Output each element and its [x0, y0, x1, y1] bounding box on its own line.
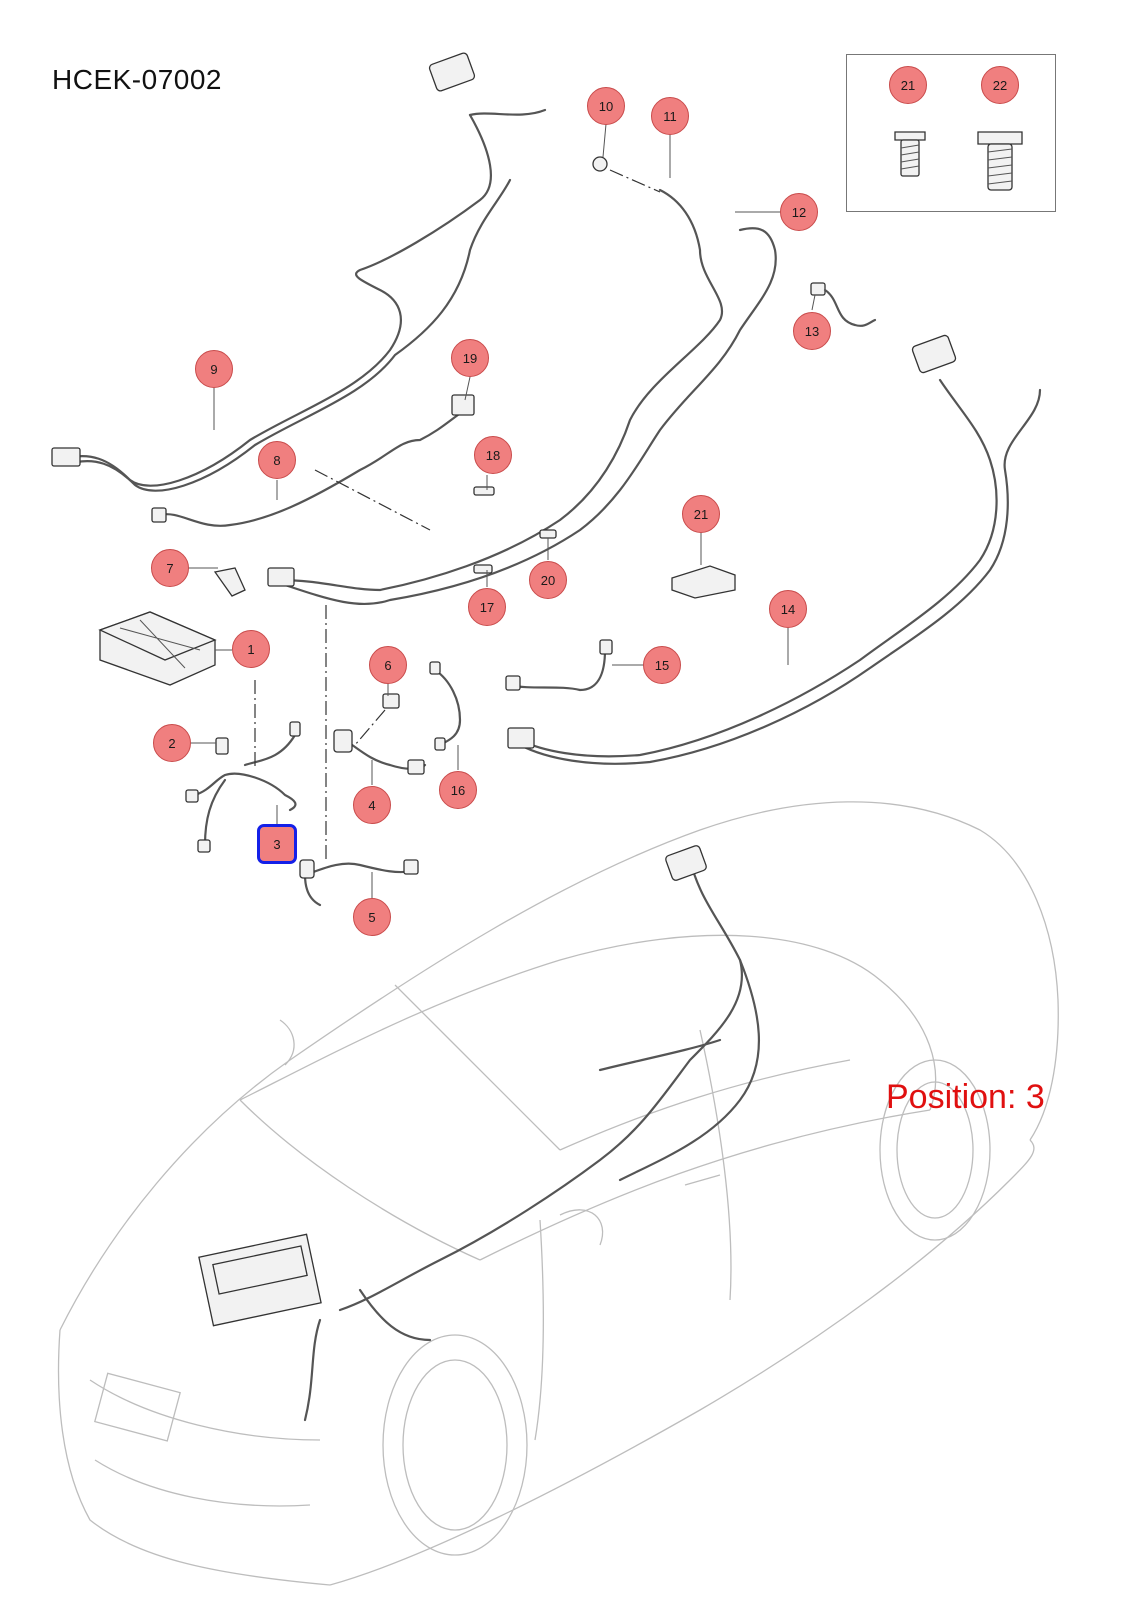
callout-10[interactable]: 10 — [587, 87, 625, 125]
harness-14-drawing — [267, 188, 1042, 765]
callout-20[interactable]: 20 — [529, 561, 567, 599]
hardware-inset-box — [846, 54, 1056, 212]
drawing-code: HCEK-07002 — [52, 64, 222, 95]
callout-1[interactable]: 1 — [232, 630, 270, 668]
callout-6[interactable]: 6 — [369, 646, 407, 684]
harness-9-drawing — [51, 52, 547, 492]
callout-13[interactable]: 13 — [793, 312, 831, 350]
callout-5[interactable]: 5 — [353, 898, 391, 936]
small-parts-drawing — [213, 156, 877, 755]
callout-14[interactable]: 14 — [769, 590, 807, 628]
callout-21[interactable]: 21 — [682, 495, 720, 533]
position-label: Position: 3 — [886, 1078, 1045, 1116]
callout-9[interactable]: 9 — [195, 350, 233, 388]
module-1-drawing — [98, 611, 217, 686]
callout-17[interactable]: 17 — [468, 588, 506, 626]
callout-15[interactable]: 15 — [643, 646, 681, 684]
callout-19[interactable]: 19 — [451, 339, 489, 377]
callout-16[interactable]: 16 — [439, 771, 477, 809]
callout-2[interactable]: 2 — [153, 724, 191, 762]
callout-21-inset[interactable]: 21 — [889, 66, 927, 104]
harness-8-drawing — [151, 394, 475, 527]
callout-12[interactable]: 12 — [780, 193, 818, 231]
callout-3-selected[interactable]: 3 — [257, 824, 297, 864]
callout-4[interactable]: 4 — [353, 786, 391, 824]
callout-8[interactable]: 8 — [258, 441, 296, 479]
leader-lines — [188, 123, 816, 898]
screws-inset-drawing — [894, 131, 1023, 191]
small-harnesses-drawing — [185, 639, 613, 907]
callout-11[interactable]: 11 — [651, 97, 689, 135]
callout-22-inset[interactable]: 22 — [981, 66, 1019, 104]
vehicle-outline — [57, 801, 1059, 1586]
callout-7[interactable]: 7 — [151, 549, 189, 587]
assembly-lines — [254, 169, 661, 860]
callout-18[interactable]: 18 — [474, 436, 512, 474]
installed-harness — [198, 845, 761, 1422]
